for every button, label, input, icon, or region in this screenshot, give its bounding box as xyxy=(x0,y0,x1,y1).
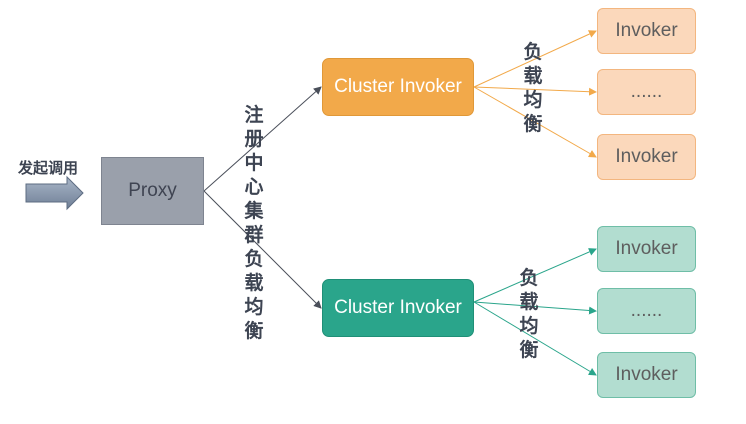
invoker-ellipsis-node: ...... xyxy=(597,69,696,115)
invoker-node: Invoker xyxy=(597,8,696,54)
invoker-label: Invoker xyxy=(615,238,678,259)
invoker-label: Invoker xyxy=(615,20,678,41)
invoker-label: Invoker xyxy=(615,364,678,385)
invoker-ellipsis-node: ...... xyxy=(597,288,696,334)
cluster-2-to-invoker-3-edge xyxy=(473,301,597,376)
registry-cluster-load-balance-label: 注册中心集群负载均衡 xyxy=(244,104,264,342)
invoker-ellipsis-label: ...... xyxy=(630,81,663,102)
invoker-node: Invoker xyxy=(597,226,696,272)
proxy-node: Proxy xyxy=(101,157,204,225)
cluster-1-to-invoker-3-edge xyxy=(473,86,597,158)
proxy-to-cluster-1-edge xyxy=(203,86,322,192)
cluster-invoker-node-2: Cluster Invoker xyxy=(322,279,474,337)
invoker-ellipsis-label: ...... xyxy=(630,300,663,321)
proxy-to-cluster-2-edge xyxy=(203,190,322,309)
load-balance-label-2: 负载均衡 xyxy=(519,267,539,361)
start-arrow-icon xyxy=(25,175,84,211)
invoker-label: Invoker xyxy=(615,146,678,167)
cluster-invoker-label: Cluster Invoker xyxy=(334,76,462,97)
proxy-label: Proxy xyxy=(128,180,177,201)
invoker-node: Invoker xyxy=(597,352,696,398)
cluster-1-to-invoker-1-edge xyxy=(473,30,597,88)
cluster-1-to-invoker-2-edge xyxy=(473,86,597,96)
load-balance-label-1: 负载均衡 xyxy=(523,41,543,135)
start-call-label: 发起调用 xyxy=(18,159,79,177)
cluster-invoker-label: Cluster Invoker xyxy=(334,297,462,318)
cluster-invoker-node-1: Cluster Invoker xyxy=(322,58,474,116)
invoker-node: Invoker xyxy=(597,134,696,180)
cluster-2-to-invoker-2-edge xyxy=(473,301,597,315)
cluster-2-to-invoker-1-edge xyxy=(473,248,597,303)
